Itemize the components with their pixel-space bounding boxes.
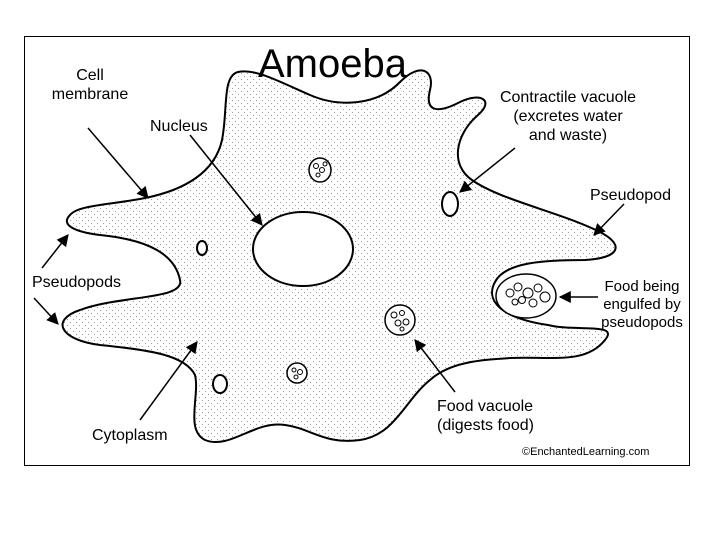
arrow-pseudopods-upper [42, 235, 68, 268]
label-food-being-engulfed: Food being engulfed by pseudopods [590, 278, 694, 332]
label-contractile-vacuole: Contractile vacuole (excretes water and … [486, 88, 650, 145]
food-vacuole-shape [385, 305, 415, 335]
label-pseudopods: Pseudopods [32, 273, 121, 292]
arrow-cell-membrane [88, 128, 148, 198]
engulfed-food-shape [496, 274, 556, 318]
label-cytoplasm: Cytoplasm [92, 426, 168, 445]
label-pseudopod: Pseudopod [590, 186, 671, 205]
diagram-title: Amoeba [258, 42, 407, 86]
credit-text: ©EnchantedLearning.com [522, 446, 649, 459]
food-vacuole-shape [287, 363, 307, 383]
nucleus-shape [253, 212, 353, 286]
contractile-vacuole-shape [442, 192, 458, 216]
small-vacuole-shape [213, 375, 227, 393]
label-food-vacuole: Food vacuole (digests food) [437, 397, 534, 435]
arrow-contractile-vacuole [460, 148, 515, 192]
label-nucleus: Nucleus [150, 117, 208, 136]
small-vacuole-shape [197, 241, 207, 255]
arrow-pseudopods-lower [34, 298, 58, 324]
arrow-pseudopod [594, 204, 624, 235]
label-cell-membrane: Cell membrane [46, 66, 134, 104]
food-vacuole-shape [309, 158, 331, 182]
